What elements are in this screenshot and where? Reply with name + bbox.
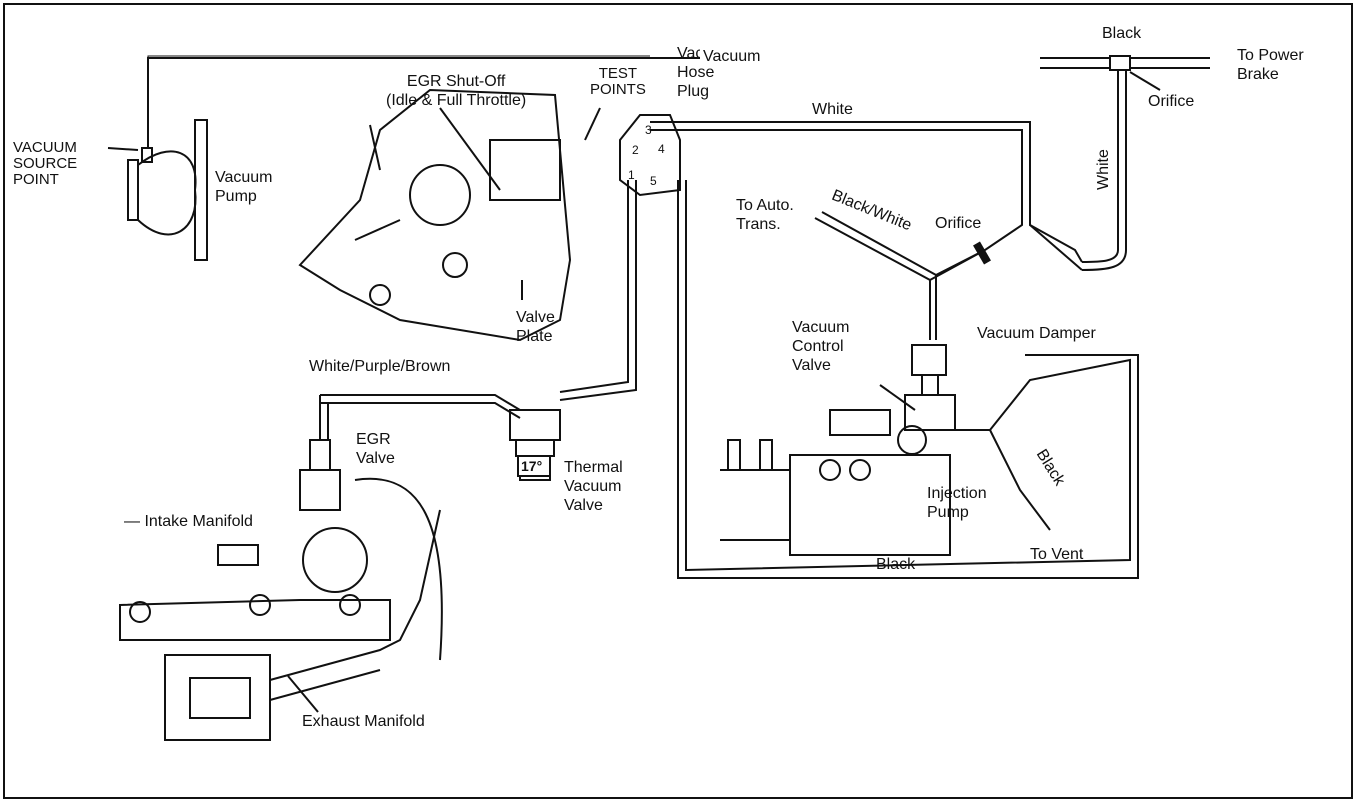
injection-pump-label: Injection Pump [927,485,987,521]
to-vent-label: To Vent [1030,546,1084,563]
vacuum-damper-label: Vacuum Damper [977,325,1096,342]
plug-number-3: 3 [645,123,652,137]
vacuum-source-arrow [107,147,139,151]
orifice-top-label: Orifice [1148,93,1195,110]
vacuum-control-valve-label: Vacuum Control Valve [792,319,850,374]
white-vertical-label: White [1095,149,1112,190]
valve-plate-label: Valve Plate [516,309,555,345]
vacuum-source-point-label: VACUUM SOURCE POINT [13,139,78,188]
brake-tee [1040,55,1210,271]
thermal-temp-label: 17° [521,458,543,474]
damper-hose [685,180,1131,572]
plug-number-5: 5 [650,174,657,188]
white-purple-brown-hose [320,394,521,419]
test-points-label: TEST POINTS [590,65,646,98]
exhaust-arrow [287,675,319,713]
thermal-vacuum-valve-label: Thermal Vacuum Valve [564,459,623,514]
test-points-arrow [584,107,601,141]
vacuum-pump [127,119,208,261]
white-top-label: White [812,101,853,118]
orifice-mid-label: Orifice [935,215,982,232]
vcv-arrow [879,384,916,411]
egr-shutoff-label: EGR Shut-Off (Idle & Full Throttle) [386,73,527,109]
egr-shutoff-arrow [439,107,501,191]
black-top-label: Black [1102,25,1142,42]
egr-valve [299,439,368,593]
injection-pump [720,439,951,556]
orifice-mark [973,241,991,265]
vacuum-pump-label: Vacuum Pump [215,169,273,205]
exhaust-manifold-label: Exhaust Manifold [302,713,425,730]
white-purple-brown-label: White/Purple/Brown [309,358,451,375]
black-bottom-label: Black [876,556,916,573]
diagram-frame [3,3,1353,799]
plug-number-2: 2 [632,143,639,157]
plug-number-4: 4 [658,142,665,156]
vacuum-main-line-2 [147,55,650,58]
thermal-temp-box [517,455,551,477]
egr-valve-label: EGR Valve [356,431,395,467]
to-power-brake-label: To Power Brake [1237,47,1304,83]
intake-manifold-label: — Intake Manifold [124,513,253,530]
plug-number-1: 1 [628,168,635,182]
valve-plate [298,88,572,342]
exhaust-manifold [164,477,443,741]
orifice-arrow [1129,71,1161,91]
white-hose [650,121,1031,175]
vacuum-hose-plug [619,114,681,197]
thermal-hose [559,180,637,401]
vacuum-line-text: Vacuum [700,47,764,66]
to-auto-trans-label: To Auto. Trans. [736,197,794,233]
intake-manifold [119,544,391,641]
